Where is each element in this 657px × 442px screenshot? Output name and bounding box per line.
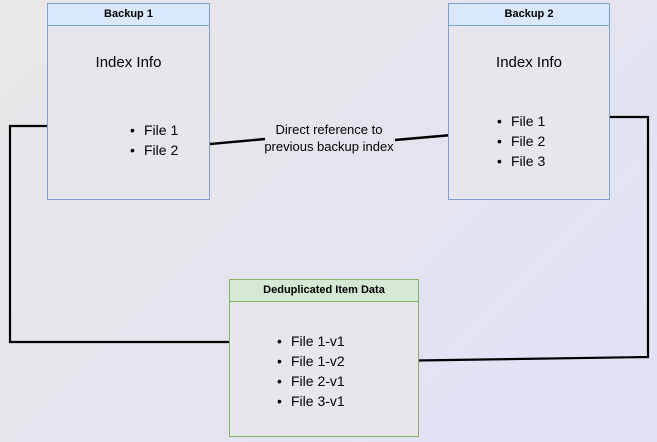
node-deduplicated-item-data-body: File 1-v1 File 1-v2 File 2-v1 File 3-v1 <box>230 302 418 436</box>
list-item: File 1 <box>128 120 178 140</box>
list-item: File 3-v1 <box>275 391 345 411</box>
caption-direct-reference-line-2: previous backup index <box>264 139 394 154</box>
node-backup-2-index-label: Index Info <box>496 54 562 71</box>
list-item: File 2 <box>495 131 545 151</box>
list-item: File 2 <box>128 140 178 160</box>
node-backup-2-title: Backup 2 <box>449 4 609 26</box>
node-backup-2-item-list: File 1 File 2 File 3 <box>495 111 545 171</box>
node-backup-2-body: Index Info File 1 File 2 File 3 <box>449 26 609 199</box>
list-item: File 1 <box>495 111 545 131</box>
node-backup-1-body: Index Info File 1 File 2 <box>48 26 209 199</box>
list-item: File 2-v1 <box>275 371 345 391</box>
node-backup-1-index-label: Index Info <box>95 54 162 71</box>
node-deduplicated-item-data[interactable]: Deduplicated Item Data File 1-v1 File 1-… <box>229 279 419 437</box>
node-deduplicated-item-data-item-list: File 1-v1 File 1-v2 File 2-v1 File 3-v1 <box>275 331 345 411</box>
node-backup-1-title: Backup 1 <box>48 4 209 26</box>
node-backup-1[interactable]: Backup 1 Index Info File 1 File 2 <box>47 3 210 200</box>
list-item: File 1-v1 <box>275 331 345 351</box>
caption-direct-reference-line-1: Direct reference to <box>275 122 383 137</box>
caption-direct-reference: Direct reference to previous backup inde… <box>249 121 409 155</box>
node-backup-2[interactable]: Backup 2 Index Info File 1 File 2 File 3 <box>448 3 610 200</box>
node-backup-1-item-list: File 1 File 2 <box>128 120 178 160</box>
list-item: File 3 <box>495 151 545 171</box>
list-item: File 1-v2 <box>275 351 345 371</box>
node-deduplicated-item-data-title: Deduplicated Item Data <box>230 280 418 302</box>
